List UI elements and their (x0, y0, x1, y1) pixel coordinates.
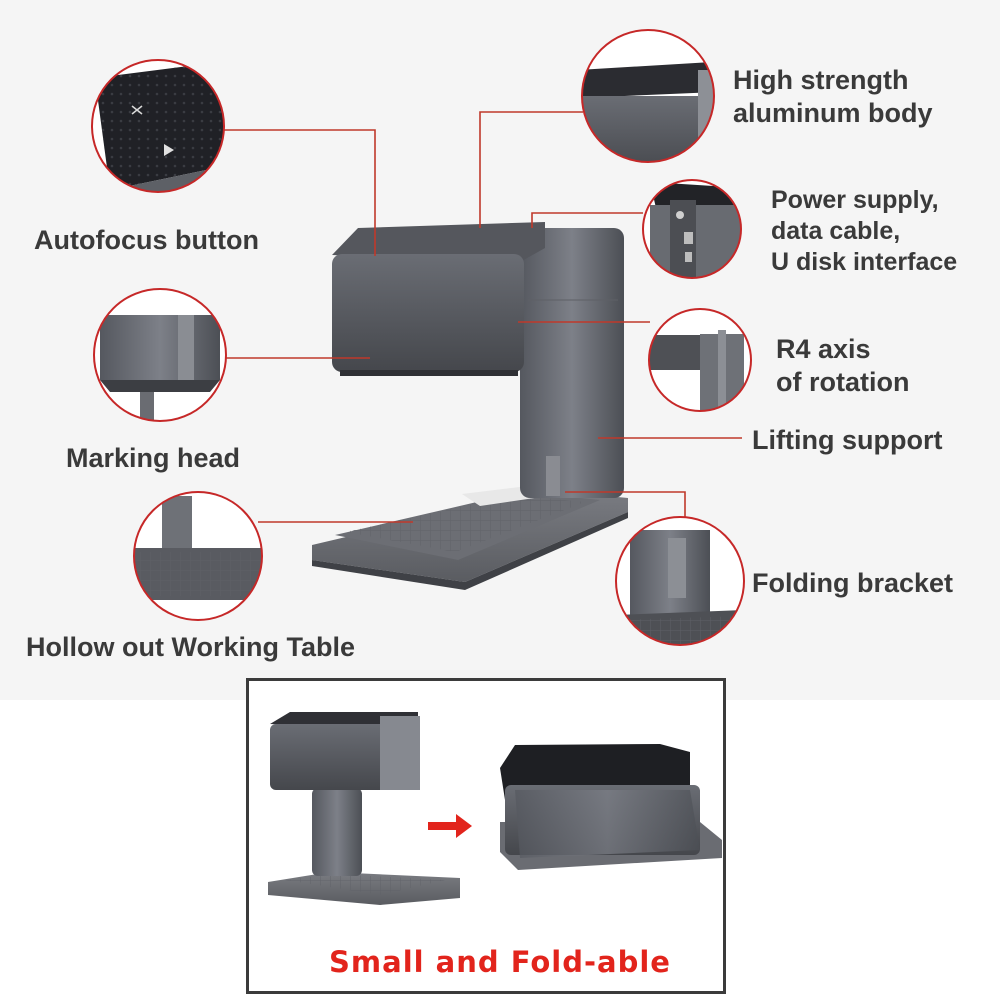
laser-marker-device (312, 222, 628, 590)
foldable-caption: Small and Fold-able (329, 945, 671, 979)
label-power-line1: Power supply, (771, 186, 939, 214)
marking-head (332, 254, 524, 372)
label-autofocus-button: Autofocus button (34, 225, 259, 255)
crosshair-icon (131, 105, 143, 115)
folding-bracket (546, 456, 560, 496)
play-icon (164, 144, 174, 156)
autofocus-callout (91, 59, 225, 193)
unfolded-device (268, 712, 460, 905)
label-power-line2: data cable, (771, 217, 901, 245)
label-power-line3: U disk interface (771, 248, 958, 276)
aluminum-body-callout (581, 29, 715, 163)
callout-lines (210, 111, 742, 580)
lifting-support (520, 228, 624, 498)
folding-bracket-callout (615, 516, 745, 646)
label-r4-line1: R4 axis (776, 334, 871, 364)
label-body-line1: High strength (733, 65, 909, 95)
working-table-callout (133, 491, 263, 621)
label-body-line2: aluminum body (733, 98, 933, 128)
power-interface-callout (642, 179, 742, 279)
label-r4-line2: of rotation (776, 367, 910, 397)
right-arrow-icon (428, 814, 472, 838)
label-marking-head: Marking head (66, 443, 241, 473)
folded-device (500, 744, 722, 870)
label-folding-bracket: Folding bracket (752, 568, 954, 598)
marking-head-callout (93, 288, 227, 422)
label-lifting-support: Lifting support (752, 425, 943, 455)
label-working-table: Hollow out Working Table (26, 632, 355, 662)
